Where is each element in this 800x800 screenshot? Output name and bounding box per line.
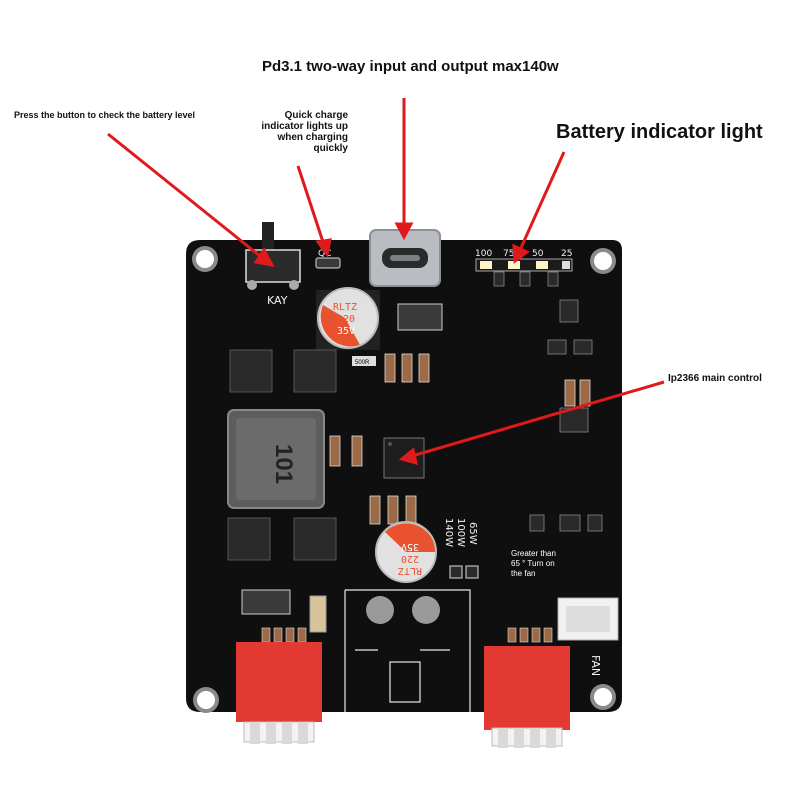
led-label-25: 25 (561, 249, 572, 259)
capacitor-bottom (375, 521, 437, 583)
terminal-block-right (484, 646, 570, 748)
fan-line3: the fan (511, 569, 536, 578)
fuse (309, 595, 327, 633)
power-silk-65w: 65W (467, 522, 478, 545)
fan-line1: Greater than (511, 549, 556, 558)
fan-silk: FAN (589, 655, 602, 676)
bottom-diode (241, 589, 291, 615)
arrowhead-battery (512, 243, 530, 264)
output-pad-left (366, 596, 394, 624)
arrow-ip (411, 380, 665, 458)
arrow-button (107, 132, 261, 258)
annotation-arrows (107, 98, 665, 466)
cap-bottom-line1: RLTZ (398, 565, 422, 576)
mosfet-2 (293, 349, 337, 393)
button-silk: KAY (267, 294, 288, 307)
arrow-battery (518, 151, 566, 251)
resistor-marking: 500R (355, 360, 370, 366)
silkscreen-outline (344, 589, 471, 712)
mounting-hole-top-right (590, 248, 616, 274)
fan-line2: 65 ° Turn on (511, 559, 555, 568)
annotation-top-title: Pd3.1 two-way input and output max140w (262, 58, 559, 75)
power-silk-140w: 140W (443, 518, 454, 547)
diode (397, 303, 443, 331)
terminal-block-left (236, 642, 322, 744)
led-label-50: 50 (532, 249, 544, 259)
quick-charge-line4: quickly (313, 143, 348, 154)
arrow-quick (296, 165, 325, 243)
mosfet-1 (229, 349, 273, 393)
usb-c-port (369, 229, 441, 287)
smd-resistors (329, 353, 591, 525)
mounting-hole-top-left (192, 246, 218, 272)
bottom-resistor-arrays (261, 627, 553, 643)
capacitor-top (316, 287, 380, 350)
quick-charge-line3: when charging (277, 132, 348, 143)
push-button (245, 222, 301, 290)
annotation-button: Press the button to check the battery le… (14, 110, 196, 120)
output-pad-right (412, 596, 440, 624)
fan-connector (557, 597, 619, 641)
mosfet-4 (293, 517, 337, 561)
cap-bottom-line3: 35V (401, 541, 419, 552)
led-label-75: 75 (503, 249, 514, 259)
quick-charge-line2: indicator lights up (261, 121, 348, 132)
battery-led-row (475, 258, 573, 272)
mounting-hole-bottom-left (193, 687, 219, 713)
annotation-ip2366: Ip2366 main control (668, 373, 762, 384)
arrowhead-ip (398, 447, 419, 466)
cap-top-line3: 35V (337, 326, 355, 337)
mounting-hole-bottom-right (590, 684, 616, 710)
mosfet-3 (227, 517, 271, 561)
quick-charge-line1: Quick charge (284, 110, 348, 121)
cap-top-line2: 220 (337, 314, 355, 325)
led-label-100: 100 (475, 249, 492, 259)
arrowhead-usb (394, 222, 414, 241)
inductor (227, 409, 325, 509)
cap-top-line1: RLTZ (333, 302, 357, 313)
qc-silk: QC (318, 249, 331, 259)
annotation-quick-charge: Quick charge indicator lights up when ch… (240, 110, 348, 154)
arrowhead-button (253, 247, 275, 268)
cap-bottom-line2: 220 (401, 553, 419, 564)
arrowhead-quick (315, 238, 332, 258)
annotation-fan: Greater than 65 ° Turn on the fan (511, 549, 593, 579)
qc-led (315, 257, 341, 269)
resistor (352, 356, 376, 366)
power-silk-100w: 100W (455, 518, 466, 547)
inductor-marking: 101 (270, 444, 297, 484)
annotation-battery-light: Battery indicator light (556, 121, 763, 143)
